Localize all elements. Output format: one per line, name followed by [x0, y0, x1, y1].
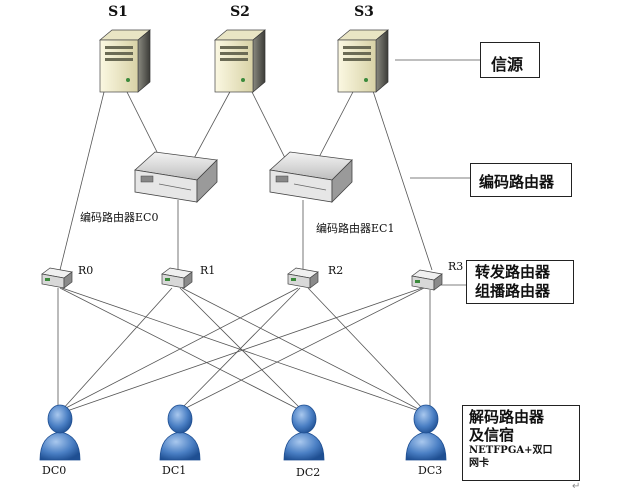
router-r1: [161, 267, 193, 289]
router-icon: [287, 267, 319, 289]
link-r2-dc1: [179, 287, 301, 411]
user-icon: [283, 404, 325, 461]
router-icon: [411, 269, 443, 291]
legend-source-text: 信源: [491, 55, 524, 74]
legend-forwarding-line1: 转发路由器: [475, 263, 551, 281]
server-icon: [99, 29, 151, 93]
link-r1-dc3: [181, 287, 425, 413]
encoder-ec0: [134, 151, 218, 203]
legend-source: 信源: [480, 42, 540, 78]
receiver-label-dc1: DC1: [162, 464, 186, 477]
router-r2: [287, 267, 319, 289]
link-s1-r0: [59, 87, 106, 271]
link-r3-dc1: [181, 287, 425, 411]
router-label-r1: R1: [200, 264, 215, 277]
server-label-s1: S1: [108, 4, 128, 20]
server-icon: [337, 29, 389, 93]
server-s2: [214, 29, 266, 93]
user-icon: [405, 404, 447, 461]
legend-decoding-line3: NETFPGA+双口: [469, 445, 553, 456]
legend-forwarding-router: 转发路由器 组播路由器: [466, 260, 574, 304]
router-icon: [41, 267, 73, 289]
server-label-s3: S3: [354, 4, 374, 20]
legend-decoding-line2: 及信宿: [469, 426, 515, 444]
connection-lines: [57, 59, 480, 413]
encoding-router-icon: [134, 151, 218, 203]
link-r1-dc2: [179, 287, 303, 411]
receiver-label-dc3: DC3: [418, 464, 442, 477]
encoder-ec1: [269, 151, 353, 203]
link-r3-dc0: [63, 287, 423, 413]
receiver-label-dc0: DC0: [42, 464, 66, 477]
router-r0: [41, 267, 73, 289]
encoding-router-icon: [269, 151, 353, 203]
server-s3: [337, 29, 389, 93]
link-r2-dc3: [307, 287, 425, 411]
link-r1-dc0: [61, 287, 173, 411]
user-icon: [159, 404, 201, 461]
return-arrow-icon: ↵: [572, 481, 580, 492]
receiver-dc0: [39, 404, 81, 461]
router-label-r0: R0: [78, 264, 93, 277]
router-label-r2: R2: [328, 264, 343, 277]
legend-decoding: 解码路由器 及信宿 NETFPGA+双口 网卡: [462, 405, 580, 481]
router-label-r3: R3: [448, 260, 463, 273]
server-label-s2: S2: [230, 4, 250, 20]
legend-encoding-router: 编码路由器: [470, 163, 572, 197]
router-r3: [411, 269, 443, 291]
router-icon: [161, 267, 193, 289]
receiver-dc1: [159, 404, 201, 461]
server-s1: [99, 29, 151, 93]
encoder-label-ec1: 编码路由器EC1: [316, 221, 394, 235]
user-icon: [39, 404, 81, 461]
legend-encoding-router-text: 编码路由器: [479, 173, 555, 191]
legend-decoding-line4: 网卡: [469, 458, 489, 469]
encoder-label-ec0: 编码路由器EC0: [80, 210, 158, 224]
receiver-label-dc2: DC2: [296, 466, 320, 479]
legend-forwarding-line2: 组播路由器: [475, 282, 551, 300]
legend-decoding-line1: 解码路由器: [469, 408, 545, 426]
link-r2-dc0: [61, 287, 299, 411]
receiver-dc2: [283, 404, 325, 461]
server-icon: [214, 29, 266, 93]
link-s3-r3: [371, 87, 433, 271]
receiver-dc3: [405, 404, 447, 461]
